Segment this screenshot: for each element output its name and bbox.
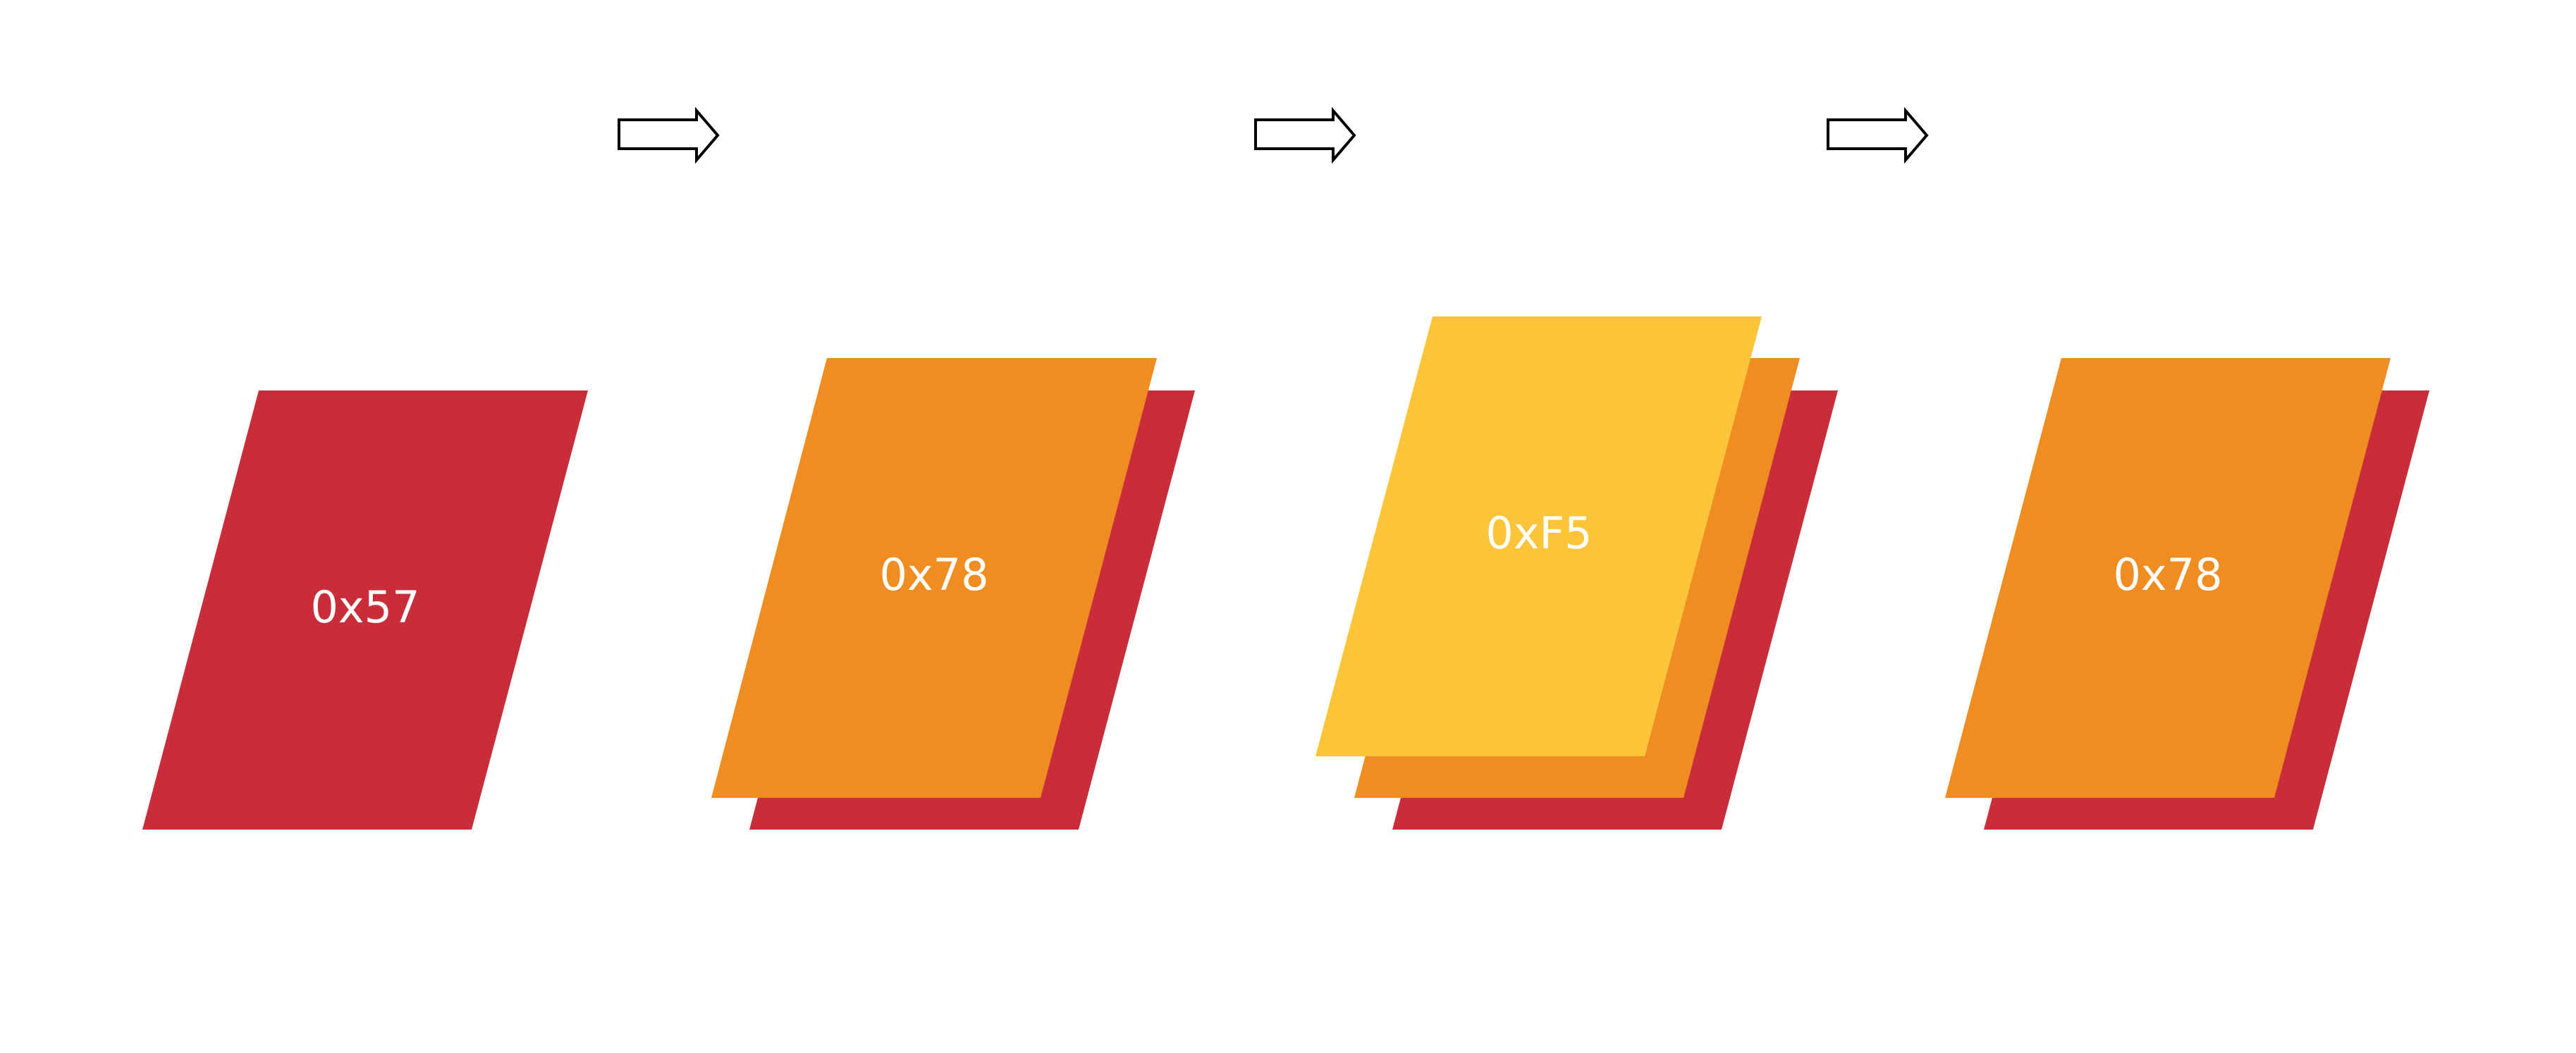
card-label: 0x78: [879, 549, 988, 601]
right-arrow-icon: [1827, 106, 1929, 164]
orange-card: [711, 358, 1157, 798]
card-label: 0x57: [310, 581, 419, 633]
arrow-3: [1827, 106, 1929, 164]
stage-3: 0xF5: [1315, 316, 1838, 830]
stage-2: 0x78: [711, 358, 1195, 830]
orange-card: [1945, 358, 2391, 798]
stage-4: 0x78: [1945, 358, 2429, 830]
yellow-card: [1315, 316, 1762, 756]
arrow-1: [618, 106, 720, 164]
card-label: 0xF5: [1485, 507, 1592, 559]
right-arrow-icon: [1254, 106, 1356, 164]
red-card: [142, 390, 588, 830]
stage-1: 0x57: [142, 390, 588, 830]
arrow-2: [1254, 106, 1356, 164]
right-arrow-icon: [618, 106, 720, 164]
card-label: 0x78: [2113, 549, 2222, 601]
